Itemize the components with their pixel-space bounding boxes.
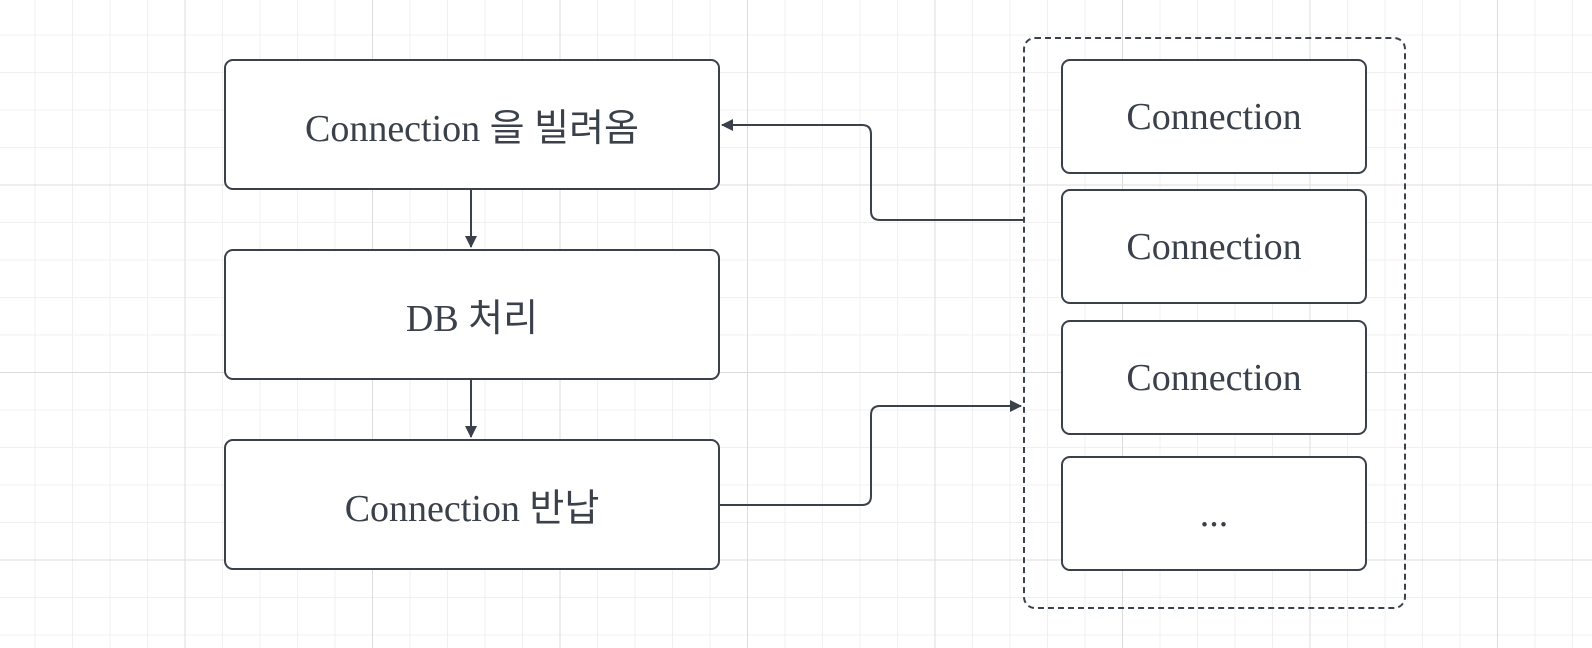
db-process-label: DB 처리 [405, 298, 539, 340]
pool-more-item-label: ... [1199, 492, 1229, 535]
arrow-pool-to-borrow [721, 119, 1023, 221]
return-connection-node[interactable]: Connection 반납 [224, 439, 720, 570]
pool-connection-3-label: Connection [1126, 356, 1302, 399]
pool-connection-1-label: Connection [1126, 95, 1302, 138]
db-process-node[interactable]: DB 처리 [224, 249, 720, 380]
borrow-connection-node[interactable]: Connection 을 빌려옴 [224, 59, 720, 190]
pool-connection-2[interactable]: Connection [1061, 189, 1367, 304]
pool-more-item[interactable]: ... [1061, 456, 1367, 571]
pool-connection-1[interactable]: Connection [1061, 59, 1367, 174]
pool-connection-2-label: Connection [1126, 225, 1302, 268]
return-connection-label: Connection 반납 [344, 488, 600, 530]
arrow-return-to-pool [720, 400, 1022, 506]
pool-connection-3[interactable]: Connection [1061, 320, 1367, 435]
connection-pool-group[interactable] [1023, 37, 1406, 609]
borrow-connection-label: Connection 을 빌려옴 [304, 108, 640, 150]
